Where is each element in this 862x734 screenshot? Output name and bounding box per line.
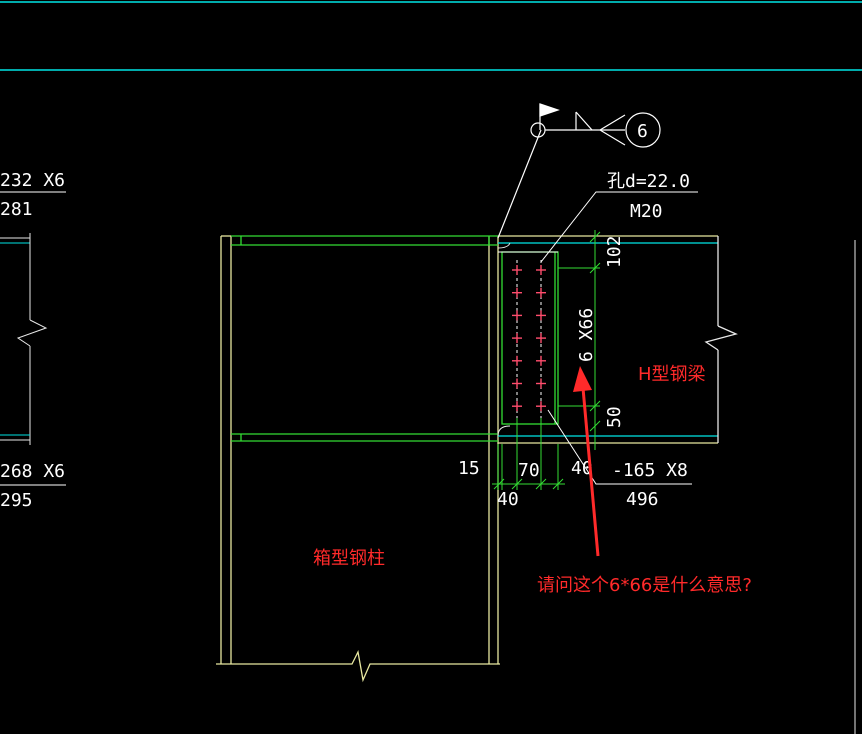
column-diaphragms <box>231 235 498 442</box>
bolt-leader-line <box>540 191 698 263</box>
plate-leader-line <box>547 409 692 485</box>
dim-50: 50 <box>604 406 625 428</box>
plate-spec-text: -165 X8 <box>612 460 688 481</box>
red-arrow <box>573 366 600 557</box>
dim-6x66: 6 X66 <box>576 308 597 362</box>
dim-40-left: 40 <box>497 489 519 510</box>
left-bottom-length-dim: 295 <box>0 490 33 511</box>
bolt-group <box>512 265 546 412</box>
dim-70: 70 <box>518 460 540 481</box>
h-beam-label: H型钢梁 <box>638 364 706 385</box>
bolt-spec-text: M20 <box>630 201 663 222</box>
horizontal-dimension-lines <box>492 418 565 490</box>
dim-15: 15 <box>458 458 480 479</box>
top-weld-access-hole <box>497 242 511 249</box>
weld-symbol <box>497 103 661 239</box>
bottom-weld-access-hole <box>497 425 511 437</box>
plate-length-text: 496 <box>626 489 659 510</box>
question-text: 请问这个6*66是什么意思? <box>537 575 752 596</box>
left-bottom-plate-dim: 268 X6 <box>0 461 65 482</box>
dim-102: 102 <box>604 235 625 268</box>
shear-plate <box>501 251 559 425</box>
weld-mark-number: 6 <box>637 121 648 142</box>
left-top-plate-dim: 232 X6 <box>0 170 65 191</box>
vertical-dimension-lines <box>558 230 601 450</box>
h-beam-flanges <box>498 235 738 444</box>
left-top-length-dim: 281 <box>0 199 33 220</box>
box-column-label: 箱型钢柱 <box>313 548 385 569</box>
dim-40-right: 40 <box>571 458 593 479</box>
left-beam-fragment <box>0 191 66 486</box>
bolt-hole-text: 孔d=22.0 <box>607 171 690 192</box>
